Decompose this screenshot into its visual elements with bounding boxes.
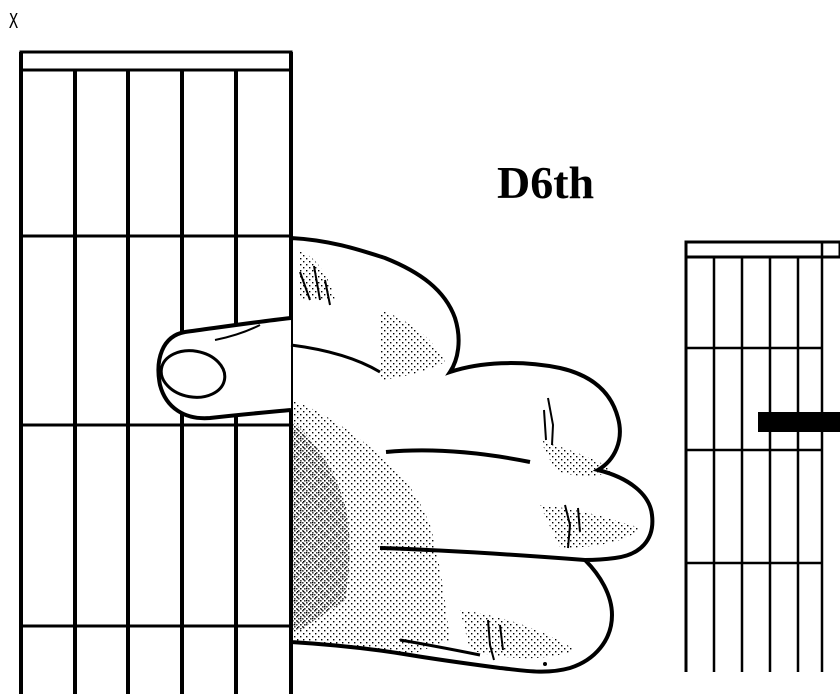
right-nut: [686, 242, 840, 257]
nut: [21, 52, 291, 70]
hand-icon: [157, 238, 652, 672]
barre-marker: [758, 412, 840, 432]
speck: [543, 662, 547, 666]
right-fretboard: [686, 242, 840, 672]
